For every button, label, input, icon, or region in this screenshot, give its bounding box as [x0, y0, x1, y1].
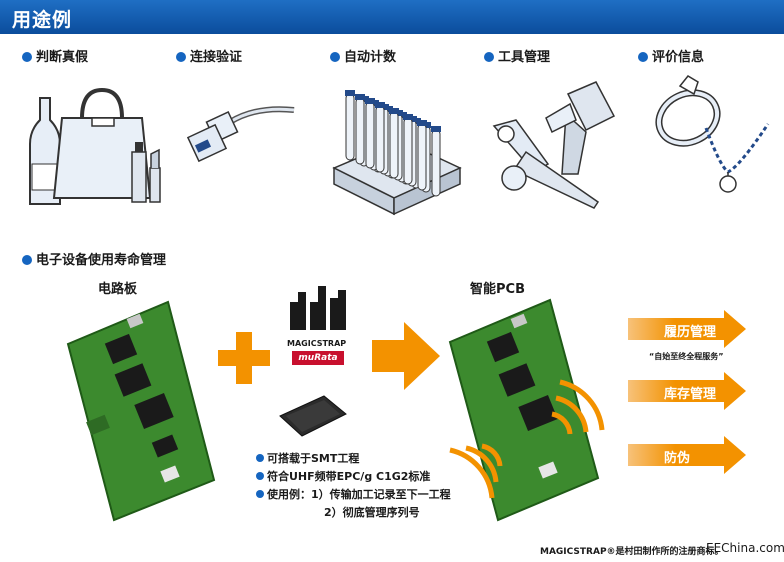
bullet-icon: [22, 255, 32, 265]
process-arrow-icon: [372, 322, 440, 390]
murata-logo: muRata: [292, 351, 344, 365]
bullet-icon: [256, 490, 264, 498]
category-auto-count: 自动计数: [330, 46, 396, 65]
trademark-note: MAGICSTRAP®是村田制作所的注册商标。: [540, 547, 724, 557]
feature-uhf: 符合UHF频带EPC/g C1G2标准: [256, 468, 430, 484]
category-evaluation: 评价信息: [638, 46, 704, 65]
magicstrap-wordmark: MAGICSTRAP: [287, 339, 347, 348]
test-tube-rack-icon: [332, 90, 462, 216]
smart-pcb-image: [448, 298, 605, 522]
category-connection: 连接验证: [176, 46, 242, 65]
anticounterfeit-label: 防伪: [664, 451, 691, 466]
connector-cable-icon: [186, 106, 295, 163]
bullet-icon: [256, 472, 264, 480]
bullet-icon: [484, 52, 494, 62]
circuit-board-label: 电路板: [98, 282, 138, 297]
bullet-icon: [256, 454, 264, 462]
page-title: 用途例: [12, 9, 73, 31]
feature-example: 使用例：1）传输加工记录至下一工程: [256, 486, 451, 502]
inventory-management-label: 库存管理: [664, 387, 717, 402]
rfid-chip-image: [279, 395, 347, 437]
feature-serial: 2）彻底管理序列号: [324, 506, 420, 519]
category-tool-management: 工具管理: [484, 46, 550, 65]
bullet-icon: [22, 52, 32, 62]
circuit-board-image: [66, 300, 216, 522]
luxury-goods-icon: [29, 87, 161, 205]
site-watermark: EEChina.com: [706, 541, 784, 555]
feature-smt: 可搭载于SMT工程: [256, 450, 359, 466]
bullet-icon: [330, 52, 340, 62]
inventory-arrow-icon: [628, 372, 746, 410]
tools-icon: [492, 81, 616, 209]
header-bar: 用途例: [0, 0, 784, 34]
smart-pcb-label: 智能PCB: [470, 282, 525, 297]
history-arrow-icon: [628, 310, 746, 348]
jewelry-icon: [655, 75, 770, 193]
category-authenticity: 判断真假: [22, 46, 88, 65]
lifecycle-note: “自始至终全程服务”: [649, 352, 724, 361]
anticounterfeit-arrow-icon: [628, 436, 746, 474]
bullet-icon: [176, 52, 186, 62]
plus-icon: [218, 332, 270, 384]
lifecycle-heading: 电子设备使用寿命管理: [22, 249, 166, 268]
magicstrap-logo-icon: [290, 286, 346, 330]
history-management-label: 履历管理: [664, 325, 717, 340]
bullet-icon: [638, 52, 648, 62]
